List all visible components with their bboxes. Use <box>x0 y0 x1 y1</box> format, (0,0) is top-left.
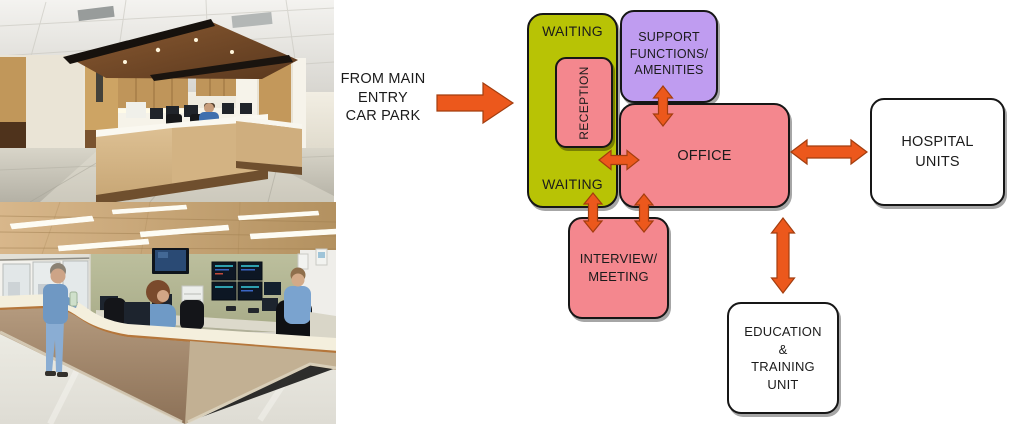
education-line4: UNIT <box>767 376 799 392</box>
reception-label: RECEPTION <box>577 65 592 140</box>
photo-nurses-station-bottom <box>0 202 336 424</box>
curved-counter <box>0 294 336 424</box>
wood-ceiling-canopy <box>63 19 298 81</box>
support-label-line2: FUNCTIONS/ <box>629 46 709 61</box>
support-label-line3: AMENITIES <box>634 63 704 78</box>
office-chair <box>180 300 204 330</box>
scrub-top <box>43 284 68 324</box>
seated-nurse-center <box>124 280 176 332</box>
entry-label-line1: FROM MAIN <box>340 71 426 87</box>
linear-lights <box>9 204 336 252</box>
wall-monitor-array <box>211 248 328 301</box>
scrub-top <box>284 286 311 324</box>
education-line3: TRAINING <box>751 359 815 374</box>
head <box>291 273 305 287</box>
waiting-label-bottom: WAITING <box>542 176 603 192</box>
bottle <box>69 291 78 307</box>
interview-label-line2: MEETING <box>588 269 649 284</box>
support-label-line1: SUPPORT <box>638 30 700 45</box>
scrub-pants <box>46 320 64 372</box>
office-box: OFFICE <box>619 103 790 208</box>
head <box>157 290 169 302</box>
arrow-from-main-entry <box>436 81 515 125</box>
desk-monitor <box>124 302 150 328</box>
interview-meeting-box: INTERVIEW/ MEETING <box>568 217 669 319</box>
education-training-box: EDUCATION & TRAINING UNIT <box>727 302 839 414</box>
receptionist-head <box>204 103 214 113</box>
support-functions-box: SUPPORT FUNCTIONS/ AMENITIES <box>620 10 718 103</box>
hospital-units-line2: UNITS <box>915 154 960 170</box>
reception-desk <box>96 114 302 202</box>
photo-bottom-scene <box>0 202 336 424</box>
entry-label-line2: ENTRY <box>358 89 408 106</box>
education-line2: & <box>778 341 788 357</box>
arrow-office-hospital-units <box>790 138 868 166</box>
entry-label-line3: CAR PARK <box>345 108 421 124</box>
wall-tv <box>152 248 189 274</box>
head <box>50 268 66 284</box>
entry-label: FROM MAIN ENTRY CAR PARK <box>333 70 433 126</box>
arrow-office-education <box>770 217 796 294</box>
waiting-label-top: WAITING <box>542 23 603 39</box>
reception-box: RECEPTION <box>555 57 613 148</box>
standing-clinician-left <box>43 263 78 377</box>
photo-top-scene <box>0 0 334 202</box>
education-line1: EDUCATION <box>744 324 822 339</box>
interview-label-line1: INTERVIEW/ <box>579 251 658 266</box>
photo-hospital-reception-top <box>0 0 334 202</box>
wall-plate <box>297 253 309 270</box>
office-label: OFFICE <box>677 147 732 164</box>
hospital-units-line1: HOSPITAL <box>901 134 974 150</box>
hospital-units-box: HOSPITAL UNITS <box>870 98 1005 206</box>
